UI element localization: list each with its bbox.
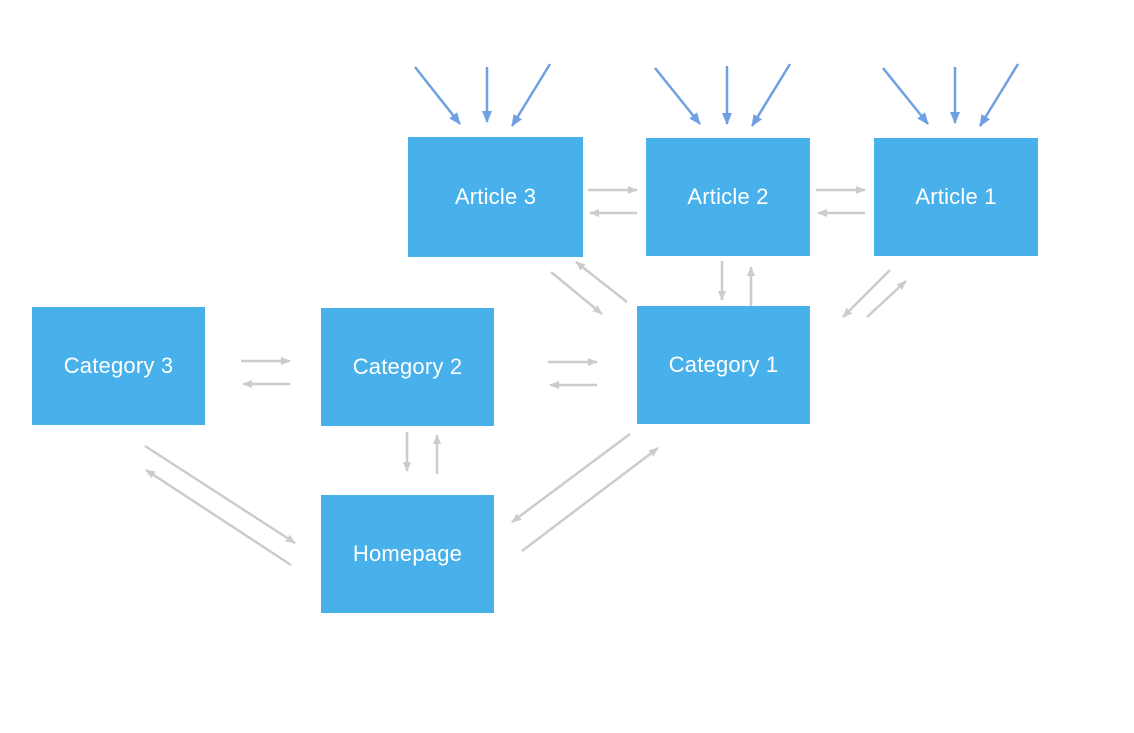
link-arrow — [521, 447, 659, 552]
external-link-arrow — [882, 67, 929, 125]
link-arrow — [866, 280, 907, 318]
node-category-3: Category 3 — [32, 307, 205, 425]
external-link-arrow — [510, 63, 552, 127]
node-article-2: Article 2 — [646, 138, 810, 256]
external-link-arrow — [414, 66, 461, 125]
node-homepage: Homepage — [321, 495, 494, 613]
node-category-2: Category 2 — [321, 308, 494, 426]
link-arrow — [550, 271, 603, 315]
node-article-3: Article 3 — [408, 137, 583, 257]
external-link-arrow — [750, 63, 792, 127]
external-link-arrow — [978, 63, 1020, 127]
link-arrow — [144, 444, 296, 545]
node-label: Category 3 — [63, 353, 174, 378]
node-label: Homepage — [352, 541, 463, 566]
link-arrow — [842, 269, 891, 318]
node-label: Article 1 — [915, 184, 997, 209]
node-label: Article 3 — [454, 184, 537, 209]
link-arrow — [511, 432, 631, 524]
external-link-arrow — [654, 67, 701, 125]
node-label: Category 2 — [352, 354, 463, 379]
link-arrow — [575, 261, 628, 303]
link-arrow — [145, 468, 292, 567]
node-label: Category 1 — [668, 352, 779, 377]
node-article-1: Article 1 — [874, 138, 1038, 256]
node-category-1: Category 1 — [637, 306, 810, 424]
node-label: Article 2 — [687, 184, 769, 209]
